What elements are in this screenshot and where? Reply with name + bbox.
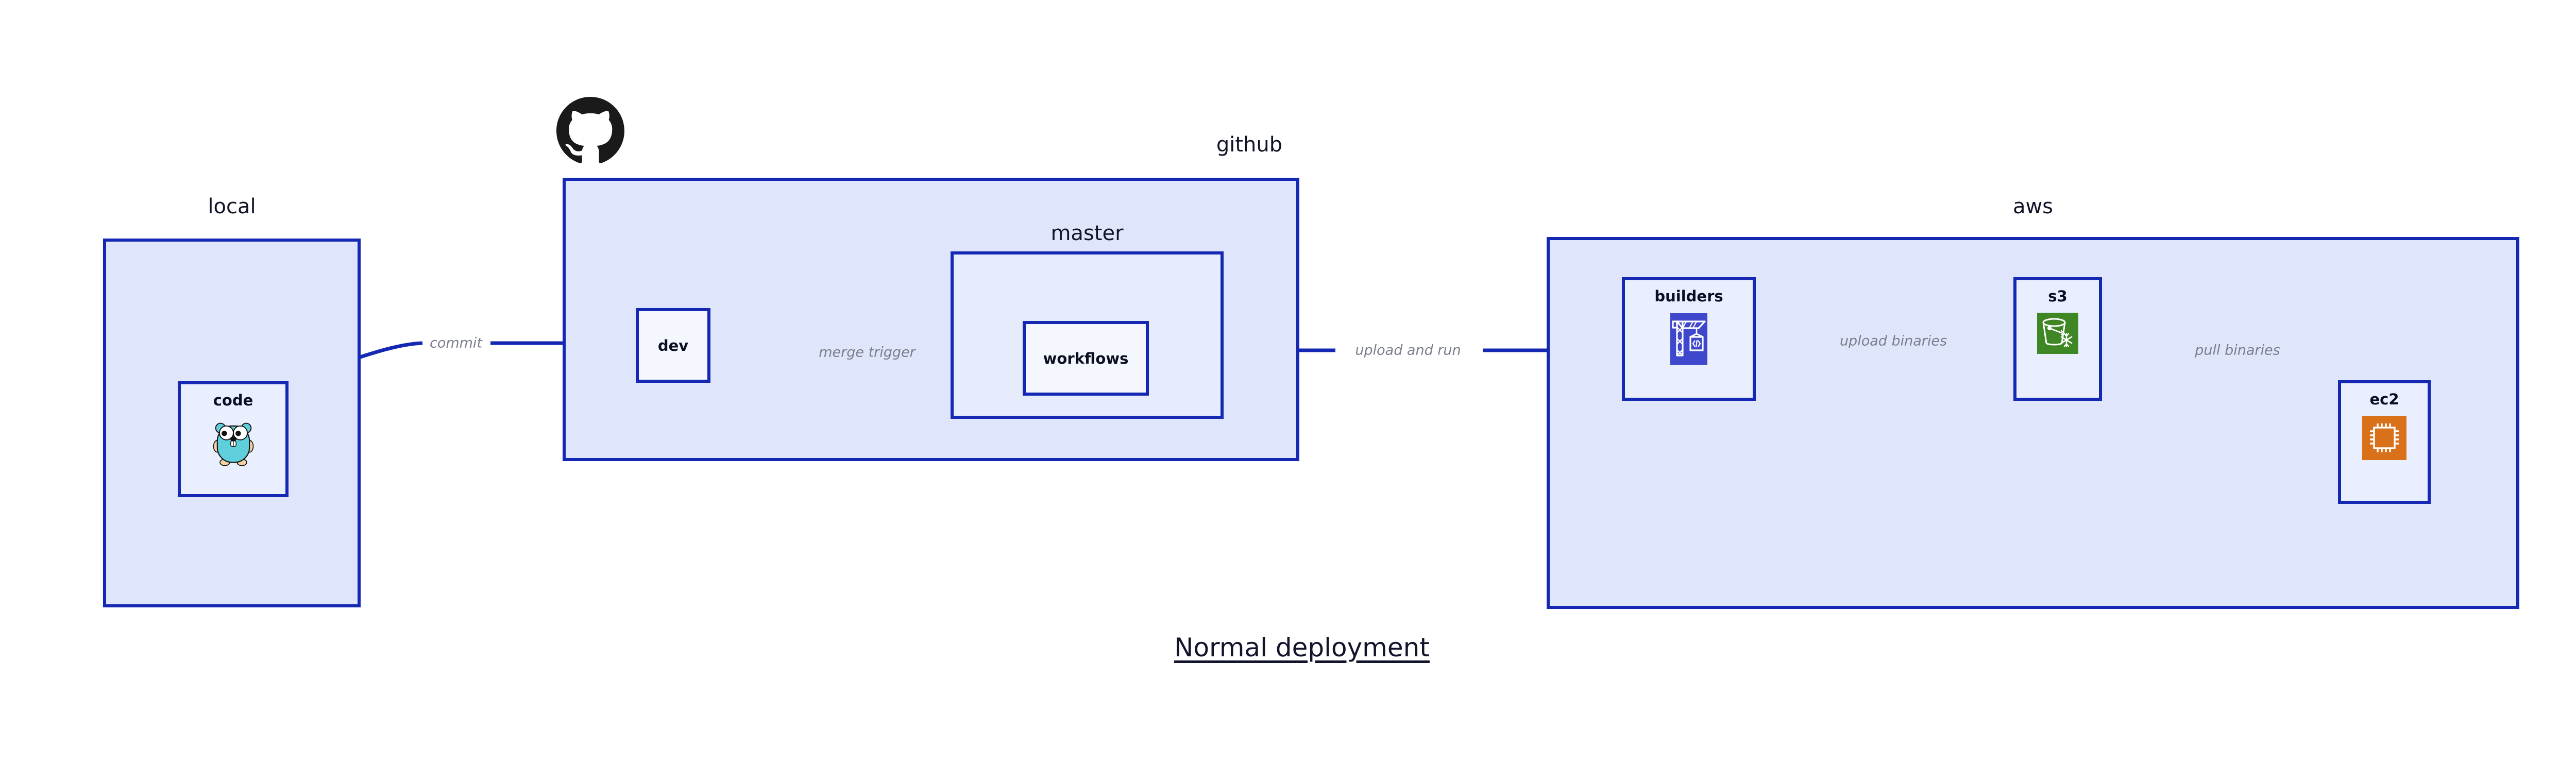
- cluster-label-aws: aws: [2012, 195, 2054, 218]
- node-label-workflows: workflows: [1043, 349, 1129, 367]
- aws-ec2-icon: [2361, 414, 2408, 464]
- cluster-label-local: local: [208, 195, 256, 218]
- aws-codebuild-icon: [1667, 311, 1711, 369]
- edge-label-merge-trigger: merge trigger: [819, 344, 916, 361]
- node-s3[interactable]: s3: [2013, 277, 2102, 401]
- cluster-label-github: github: [1216, 133, 1283, 157]
- node-label-builders: builders: [1654, 287, 1723, 305]
- github-octocat-icon: [556, 97, 624, 167]
- edge-label-commit: commit: [429, 335, 483, 351]
- go-gopher-icon: [207, 415, 260, 471]
- node-builders[interactable]: builders: [1622, 277, 1756, 401]
- node-workflows[interactable]: workflows: [1023, 321, 1149, 396]
- edge-label-pull-binaries: pull binaries: [2195, 342, 2280, 359]
- node-ec2[interactable]: ec2: [2338, 380, 2431, 504]
- cluster-label-master: master: [1050, 222, 1124, 245]
- aws-s3-glacier-icon: [2036, 311, 2080, 358]
- node-label-code: code: [213, 392, 253, 409]
- edge-label-upload-binaries: upload binaries: [1839, 333, 1947, 349]
- edge-label-upload-and-run: upload and run: [1355, 342, 1461, 359]
- diagram-title: Normal deployment: [1174, 633, 1430, 663]
- node-label-s3: s3: [2048, 287, 2067, 305]
- node-code[interactable]: code: [178, 381, 289, 497]
- node-dev[interactable]: dev: [636, 308, 710, 383]
- node-label-ec2: ec2: [2369, 390, 2399, 408]
- node-label-dev: dev: [657, 336, 689, 354]
